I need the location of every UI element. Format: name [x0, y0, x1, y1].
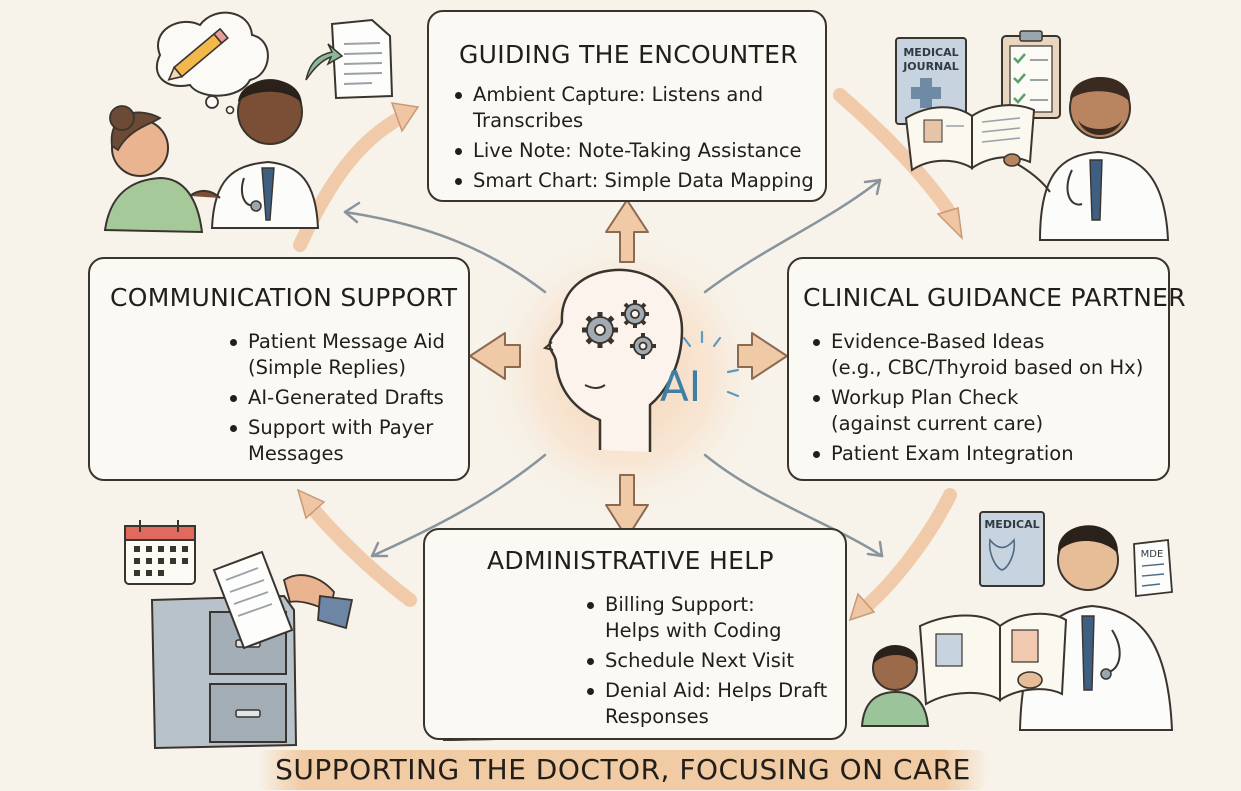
journal-label-line-1: MEDICAL [903, 46, 959, 59]
journal-label-bottom: MEDICAL [982, 518, 1042, 532]
list-item-line: AI-Generated Drafts [248, 386, 444, 409]
arrow-left [469, 332, 521, 380]
calendar-icon [124, 520, 196, 585]
list-item-line: (e.g., CBC/Thyroid based on Hx) [831, 356, 1144, 379]
clipboard-checklist-icon [1001, 30, 1061, 119]
ai-sparkle-icon [682, 330, 740, 398]
list-item: Patient Message Aid (Simple Replies) [228, 329, 445, 381]
journal-label-top: MEDICAL JOURNAL [898, 46, 964, 74]
cycle-arrowheads [296, 102, 964, 622]
list-item: Patient Exam Integration [811, 441, 1143, 467]
guiding-encounter-list: Ambient Capture: Listens and Transcribes… [453, 82, 814, 194]
patient-figure [103, 105, 204, 234]
list-item: Live Note: Note-Taking Assistance [453, 138, 814, 164]
arrow-right [737, 332, 788, 380]
list-item: AI-Generated Drafts [228, 385, 445, 411]
chart-label-line: MDE [1140, 549, 1164, 560]
open-book-icon [904, 104, 1036, 172]
communication-support-title: COMMUNICATION SUPPORT [110, 283, 458, 312]
footer-banner [258, 750, 988, 790]
list-item: Support with Payer Messages [228, 415, 445, 467]
list-item-line: Live Note: Note-Taking Assistance [473, 139, 802, 162]
list-item: Workup Plan Check (against current care) [811, 385, 1143, 437]
chart-paper-icon [1133, 538, 1173, 598]
clinical-guidance-list: Evidence-Based Ideas (e.g., CBC/Thyroid … [811, 329, 1143, 467]
clinical-guidance-title: CLINICAL GUIDANCE PARTNER [803, 283, 1186, 312]
communication-support-box: COMMUNICATION SUPPORT Patient Message Ai… [88, 257, 470, 481]
administrative-help-list: Billing Support: Helps with Coding Sched… [585, 592, 827, 730]
arrow-up [605, 199, 649, 263]
list-item-line: Workup Plan Check [831, 386, 1019, 409]
clinical-guidance-box: CLINICAL GUIDANCE PARTNER Evidence-Based… [787, 257, 1186, 481]
list-item-line: Evidence-Based Ideas [831, 330, 1045, 353]
list-item-line: Billing Support: [605, 593, 755, 616]
administrative-help-box: ADMINISTRATIVE HELP Billing Support: Hel… [423, 528, 847, 740]
papers-icon [212, 550, 354, 650]
doctor-figure-topright [1003, 77, 1170, 241]
list-item-line: Support with Payer [248, 416, 434, 439]
list-item: Schedule Next Visit [585, 648, 827, 674]
cycle-arrows [293, 88, 957, 612]
green-arrow-icon [305, 43, 344, 81]
ai-label: AI [660, 362, 702, 411]
center-arrows [469, 199, 788, 539]
list-item: Smart Chart: Simple Data Mapping [453, 168, 814, 194]
guiding-encounter-title: GUIDING THE ENCOUNTER [459, 40, 798, 69]
list-item-line: (against current care) [831, 412, 1044, 435]
list-item: Ambient Capture: Listens and Transcribes [453, 82, 814, 134]
list-item-line: Ambient Capture: Listens and [473, 83, 764, 106]
pencil-icon [167, 27, 229, 81]
list-item-line: Smart Chart: Simple Data Mapping [473, 169, 814, 192]
list-item-line: Responses [605, 705, 709, 728]
footer-title: SUPPORTING THE DOCTOR, FOCUSING ON CARE [275, 753, 971, 786]
list-item: Billing Support: Helps with Coding [585, 592, 827, 644]
list-item-line: Patient Message Aid [248, 330, 445, 353]
guiding-encounter-box: GUIDING THE ENCOUNTER Ambient Capture: L… [427, 10, 827, 202]
thought-bubble-icon [155, 11, 269, 115]
journal-label-line-2: JOURNAL [903, 60, 959, 73]
list-item-line: Messages [248, 442, 344, 465]
list-item: Evidence-Based Ideas (e.g., CBC/Thyroid … [811, 329, 1143, 381]
child-patient-figure [860, 645, 930, 727]
list-item-line: (Simple Replies) [248, 356, 407, 379]
list-item-line: Schedule Next Visit [605, 649, 794, 672]
list-item: Denial Aid: Helps Draft Responses [585, 678, 827, 730]
communication-support-list: Patient Message Aid (Simple Replies) AI-… [228, 329, 445, 467]
gray-curved-arrows [343, 178, 884, 558]
open-book-icon-bottom [918, 612, 1068, 706]
list-item-line: Transcribes [473, 109, 584, 132]
chart-label-bottom: MDE [1136, 548, 1168, 562]
administrative-help-title: ADMINISTRATIVE HELP [487, 546, 774, 575]
medical-journal-icon-bottom [979, 511, 1045, 587]
list-item-line: Helps with Coding [605, 619, 782, 642]
journal-bottom-line: MEDICAL [984, 518, 1040, 531]
list-item-line: Denial Aid: Helps Draft [605, 679, 828, 702]
document-icon [330, 18, 394, 100]
doctor-figure-topleft [189, 79, 320, 229]
list-item-line: Patient Exam Integration [831, 442, 1074, 465]
arrow-down [605, 474, 649, 539]
gear-icon [582, 300, 656, 359]
